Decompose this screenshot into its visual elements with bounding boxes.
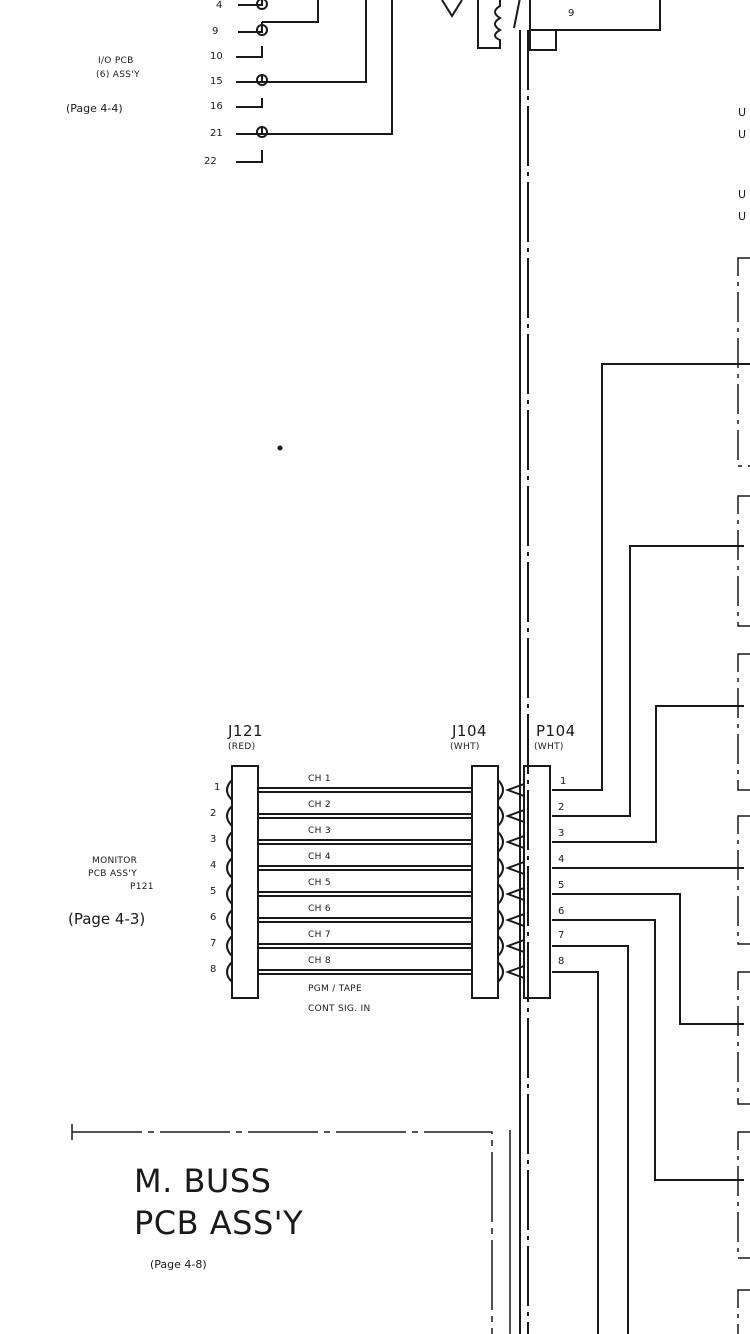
left-pin-8: 8	[210, 964, 217, 975]
mbuss-subtitle: PCB ASS'Y	[134, 1204, 304, 1242]
right-edge-label-3: U	[738, 188, 747, 201]
j104-connector	[471, 765, 504, 999]
left-pin-4: 4	[210, 860, 217, 871]
stray-dot	[277, 445, 283, 451]
channel-label-5: CH 5	[308, 878, 331, 888]
right-pin-7: 7	[558, 930, 565, 941]
right-edge-label-1: U	[738, 106, 747, 119]
monitor-title: MONITOR	[92, 856, 138, 866]
right-pin-5: 5	[558, 880, 565, 891]
left-pin-5: 5	[210, 886, 217, 897]
mbuss-page-ref: (Page 4-8)	[150, 1258, 207, 1271]
io-pin-16: 16	[210, 101, 223, 112]
left-pin-7: 7	[210, 938, 217, 949]
channel-output-wires	[552, 363, 750, 1334]
p104-connector	[505, 765, 551, 999]
signal-label-line1: PGM / TAPE	[308, 984, 362, 994]
io-pin-10: 10	[210, 51, 223, 62]
right-module-boxes	[737, 257, 750, 1334]
right-pin-4: 4	[558, 854, 565, 865]
io-subtitle: (6) ASS'Y	[96, 70, 140, 80]
left-pin-2: 2	[210, 808, 217, 819]
j104-label: J104	[452, 722, 488, 740]
io-page-ref: (Page 4-4)	[66, 102, 123, 115]
main-vertical-wires	[519, 30, 529, 1334]
left-pin-6: 6	[210, 912, 217, 923]
right-pin-8: 8	[558, 956, 565, 967]
channel-label-6: CH 6	[308, 904, 331, 914]
p104-color: (WHT)	[534, 742, 564, 752]
left-pin-1: 1	[214, 782, 221, 793]
monitor-subtitle: PCB ASS'Y	[88, 869, 138, 879]
io-pin-15: 15	[210, 76, 223, 87]
channel-label-4: CH 4	[308, 852, 331, 862]
io-title: I/O PCB	[98, 56, 134, 66]
monitor-connector: P121	[130, 882, 154, 892]
io-pin-21: 21	[210, 128, 223, 139]
io-pin-lines	[236, 0, 393, 163]
channel-label-8: CH 8	[308, 956, 331, 966]
j104-color: (WHT)	[450, 742, 480, 752]
signal-label-line2: CONT SIG. IN	[308, 1004, 371, 1014]
right-pin-3: 3	[558, 828, 565, 839]
j121-connector	[226, 765, 259, 999]
p104-label: P104	[536, 722, 576, 740]
right-edge-label-2: U	[738, 128, 747, 141]
channel-label-1: CH 1	[308, 774, 331, 784]
monitor-page-ref: (Page 4-3)	[68, 910, 146, 928]
j121-color: (RED)	[228, 742, 256, 752]
io-pin-9: 9	[212, 26, 219, 37]
io-pin-22: 22	[204, 156, 217, 167]
channel-label-2: CH 2	[308, 800, 331, 810]
channel-label-3: CH 3	[308, 826, 331, 836]
right-pin-1: 1	[560, 776, 567, 787]
right-edge-label-4: U	[738, 210, 747, 223]
top-connector	[441, 0, 661, 51]
channel-label-7: CH 7	[308, 930, 331, 940]
left-pin-3: 3	[210, 834, 217, 845]
connector-pin-9: 9	[568, 8, 575, 19]
io-pin-4: 4	[216, 0, 223, 11]
mbuss-box	[71, 1124, 511, 1334]
mbuss-title: M. BUSS	[134, 1162, 272, 1200]
channel-cable	[258, 787, 472, 975]
right-pin-2: 2	[558, 802, 565, 813]
right-pin-6: 6	[558, 906, 565, 917]
j121-label: J121	[228, 722, 264, 740]
